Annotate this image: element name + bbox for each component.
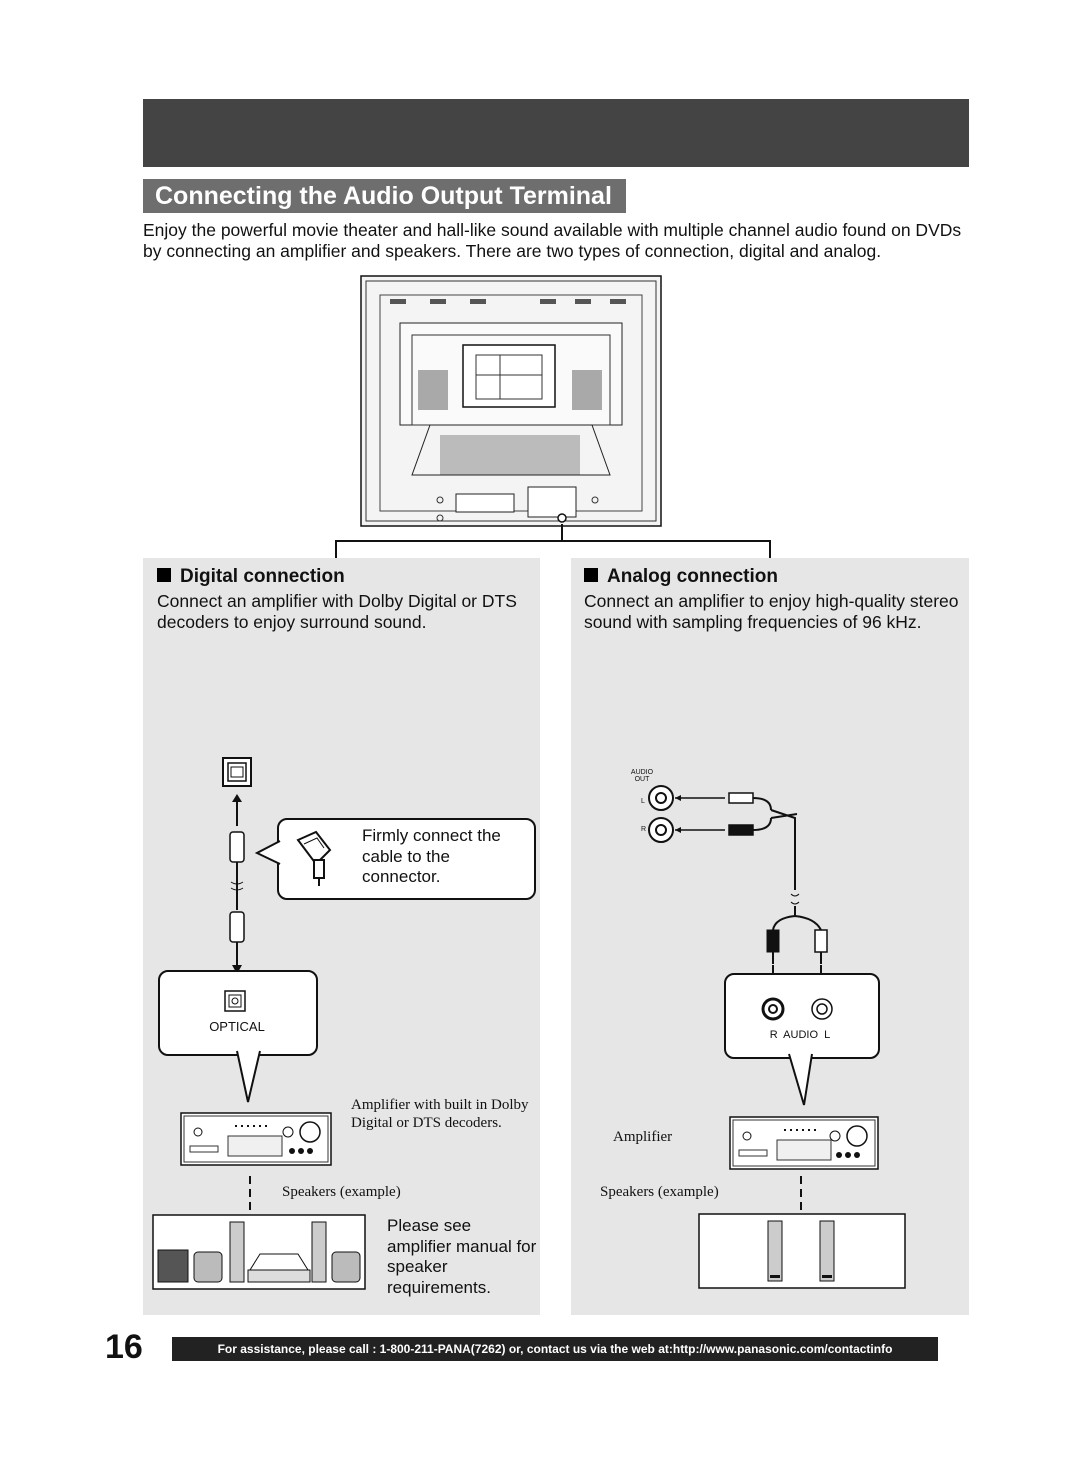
jack-l-label: L (641, 798, 645, 805)
jack-r-label: R (641, 826, 647, 833)
digital-speakers-caption: Speakers (example) (282, 1184, 401, 1200)
footer-assistance: For assistance, please call : 1-800-211-… (172, 1337, 938, 1361)
optical-port-icon (224, 990, 246, 1012)
analog-port-label: R AUDIO L (769, 1029, 831, 1041)
audio-jack-icon (761, 997, 833, 1021)
tip-bubble-pointer (254, 840, 281, 865)
digital-heading: Digital connection (157, 566, 345, 588)
dashed-link (249, 1176, 251, 1214)
stereo-speakers-icon (698, 1213, 906, 1289)
square-bullet-icon (584, 568, 598, 582)
optical-bubble-pointer (236, 1050, 261, 1103)
analog-amplifier-caption: Amplifier (613, 1129, 673, 1145)
optical-port-label: OPTICAL (209, 1019, 265, 1034)
section-title: Connecting the Audio Output Terminal (143, 179, 626, 213)
analog-speakers-caption: Speakers (example) (600, 1184, 719, 1200)
analog-description: Connect an amplifier to enjoy high-quali… (584, 591, 959, 632)
amplifier-icon (180, 1112, 332, 1166)
speaker-set-icon (152, 1214, 366, 1290)
optical-cable-icon (222, 757, 252, 974)
speaker-requirements-note: Please see amplifier manual for speaker … (387, 1216, 537, 1297)
digital-description: Connect an amplifier with Dolby Digital … (157, 591, 517, 632)
intro-paragraph: Enjoy the powerful movie theater and hal… (143, 220, 962, 261)
amplifier-icon (729, 1116, 879, 1170)
connector-bracket (335, 524, 771, 560)
digital-connection-panel (143, 558, 540, 1315)
analog-bubble-pointer (788, 1053, 813, 1106)
page-number: 16 (105, 1328, 143, 1366)
dashed-link (800, 1176, 802, 1214)
digital-heading-text: Digital connection (180, 566, 345, 587)
optical-plug-icon (296, 830, 332, 886)
tv-rear-illustration (360, 275, 662, 527)
analog-heading: Analog connection (584, 566, 778, 588)
header-band (143, 99, 969, 167)
square-bullet-icon (157, 568, 171, 582)
analog-port-bubble (724, 973, 880, 1059)
optical-port-bubble (158, 970, 318, 1056)
tip-text: Firmly connect the cable to the connecto… (362, 826, 501, 886)
analog-heading-text: Analog connection (607, 566, 778, 587)
rca-cable-icon (648, 785, 828, 964)
digital-amplifier-caption: Amplifier with built in Dolby Digital or… (351, 1097, 529, 1131)
